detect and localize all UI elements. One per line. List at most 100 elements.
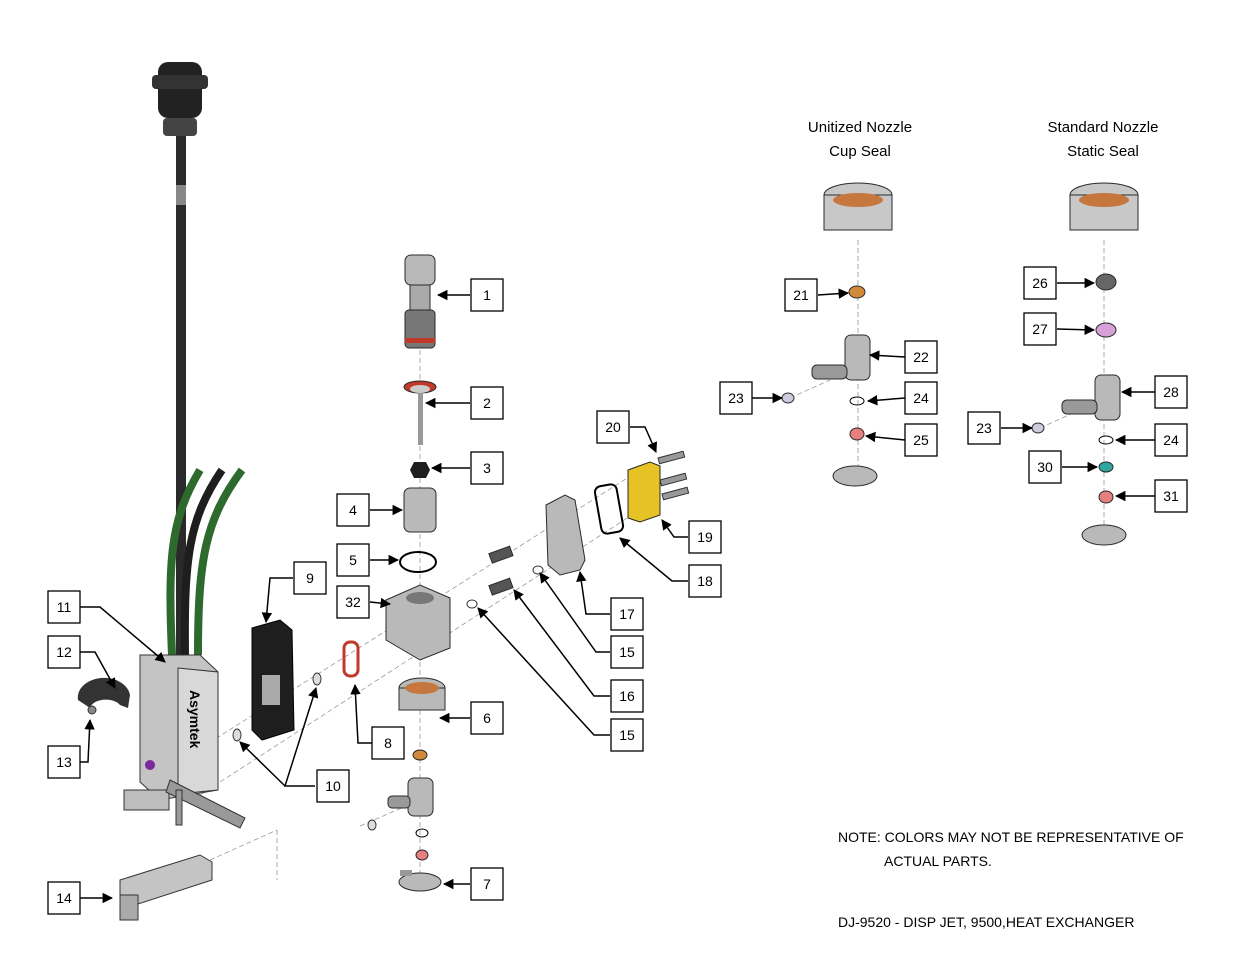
- callout-18: 18: [688, 564, 722, 598]
- callout-number: 5: [349, 552, 357, 568]
- callout-box: [293, 561, 327, 595]
- callout-number: 32: [345, 594, 361, 610]
- callout-number: 24: [1163, 432, 1179, 448]
- standard-nozzle-parts: [1031, 182, 1139, 546]
- seals-left: [232, 640, 360, 742]
- callout-box: [336, 543, 370, 577]
- callout-number: 15: [619, 644, 635, 660]
- callout-21: 21: [784, 278, 818, 312]
- callout-32: 32: [336, 585, 370, 619]
- standard-nozzle-title: Standard Nozzle: [1048, 119, 1159, 136]
- electronics-cover: [251, 619, 295, 741]
- callout-number: 28: [1163, 384, 1179, 400]
- callout-box: [610, 718, 644, 752]
- callout-5: 5: [336, 543, 370, 577]
- note-line-1: NOTE: COLORS MAY NOT BE REPRESENTATIVE O…: [838, 829, 1184, 845]
- callout-8: 8: [371, 726, 405, 760]
- callout-box: [784, 278, 818, 312]
- callout-number: 10: [325, 778, 341, 794]
- part-number-label: DJ-9520 - DISP JET, 9500,HEAT EXCHANGER: [838, 914, 1134, 930]
- hoses: [166, 467, 246, 656]
- callout-number: 14: [56, 890, 72, 906]
- callout-13: 13: [47, 745, 81, 779]
- cable-connector: [152, 62, 208, 656]
- callout-box: [904, 381, 938, 415]
- callout-24: 24: [1154, 423, 1188, 457]
- callout-number: 20: [605, 419, 621, 435]
- callout-12: 12: [47, 635, 81, 669]
- callout-number: 24: [913, 390, 929, 406]
- callout-26: 26: [1023, 266, 1057, 300]
- callout-23: 23: [967, 411, 1001, 445]
- callout-box: [610, 679, 644, 713]
- callout-31: 31: [1154, 479, 1188, 513]
- side-plates: [466, 450, 690, 609]
- callout-30: 30: [1028, 450, 1062, 484]
- callout-box: [688, 564, 722, 598]
- clamp: [77, 677, 130, 715]
- callout-24: 24: [904, 381, 938, 415]
- callout-number: 27: [1032, 321, 1048, 337]
- callout-number: 15: [619, 727, 635, 743]
- callout-22: 22: [904, 340, 938, 374]
- center-stack: [367, 254, 451, 892]
- callout-box: [1023, 312, 1057, 346]
- callout-box: [371, 726, 405, 760]
- callout-number: 21: [793, 287, 809, 303]
- callout-9: 9: [293, 561, 327, 595]
- callout-box: [1154, 479, 1188, 513]
- callout-20: 20: [596, 410, 630, 444]
- callout-number: 8: [384, 735, 392, 751]
- callout-box: [47, 590, 81, 624]
- asymtek-logo: Asymtek: [187, 690, 203, 749]
- heat-exchanger-body: Asymtek: [123, 654, 246, 829]
- callout-box: [904, 423, 938, 457]
- callout-11: 11: [47, 590, 81, 624]
- callout-27: 27: [1023, 312, 1057, 346]
- callout-1: 1: [470, 278, 504, 312]
- callout-number: 1: [483, 287, 491, 303]
- standard-nozzle-subtitle: Static Seal: [1067, 143, 1139, 160]
- callout-box: [47, 881, 81, 915]
- callout-box: [470, 386, 504, 420]
- callout-17: 17: [610, 597, 644, 631]
- callout-box: [904, 340, 938, 374]
- callout-box: [688, 520, 722, 554]
- callout-number: 23: [728, 390, 744, 406]
- callout-box: [610, 635, 644, 669]
- callout-box: [470, 867, 504, 901]
- callout-box: [596, 410, 630, 444]
- callout-number: 4: [349, 502, 357, 518]
- callout-box: [470, 701, 504, 735]
- callout-19: 19: [688, 520, 722, 554]
- callout-box: [316, 769, 350, 803]
- callout-7: 7: [470, 867, 504, 901]
- callout-box: [967, 411, 1001, 445]
- note-line-2: ACTUAL PARTS.: [884, 853, 992, 869]
- leader-lines: [80, 277, 1155, 904]
- callout-box: [470, 278, 504, 312]
- callout-box: [1028, 450, 1062, 484]
- unitized-nozzle-subtitle: Cup Seal: [829, 143, 891, 160]
- callout-number: 2: [483, 395, 491, 411]
- callout-number: 7: [483, 876, 491, 892]
- callout-number: 12: [56, 644, 72, 660]
- callout-23: 23: [719, 381, 753, 415]
- unitized-nozzle-title: Unitized Nozzle: [808, 119, 912, 136]
- callout-number: 6: [483, 710, 491, 726]
- callout-box: [336, 585, 370, 619]
- callout-3: 3: [470, 451, 504, 485]
- callout-14: 14: [47, 881, 81, 915]
- callout-number: 16: [619, 688, 635, 704]
- callout-box: [610, 597, 644, 631]
- callout-28: 28: [1154, 375, 1188, 409]
- callout-number: 22: [913, 349, 929, 365]
- callout-4: 4: [336, 493, 370, 527]
- mounting-plate: [119, 854, 213, 921]
- callout-16: 16: [610, 679, 644, 713]
- callout-number: 25: [913, 432, 929, 448]
- callout-box: [719, 381, 753, 415]
- callout-number: 19: [697, 529, 713, 545]
